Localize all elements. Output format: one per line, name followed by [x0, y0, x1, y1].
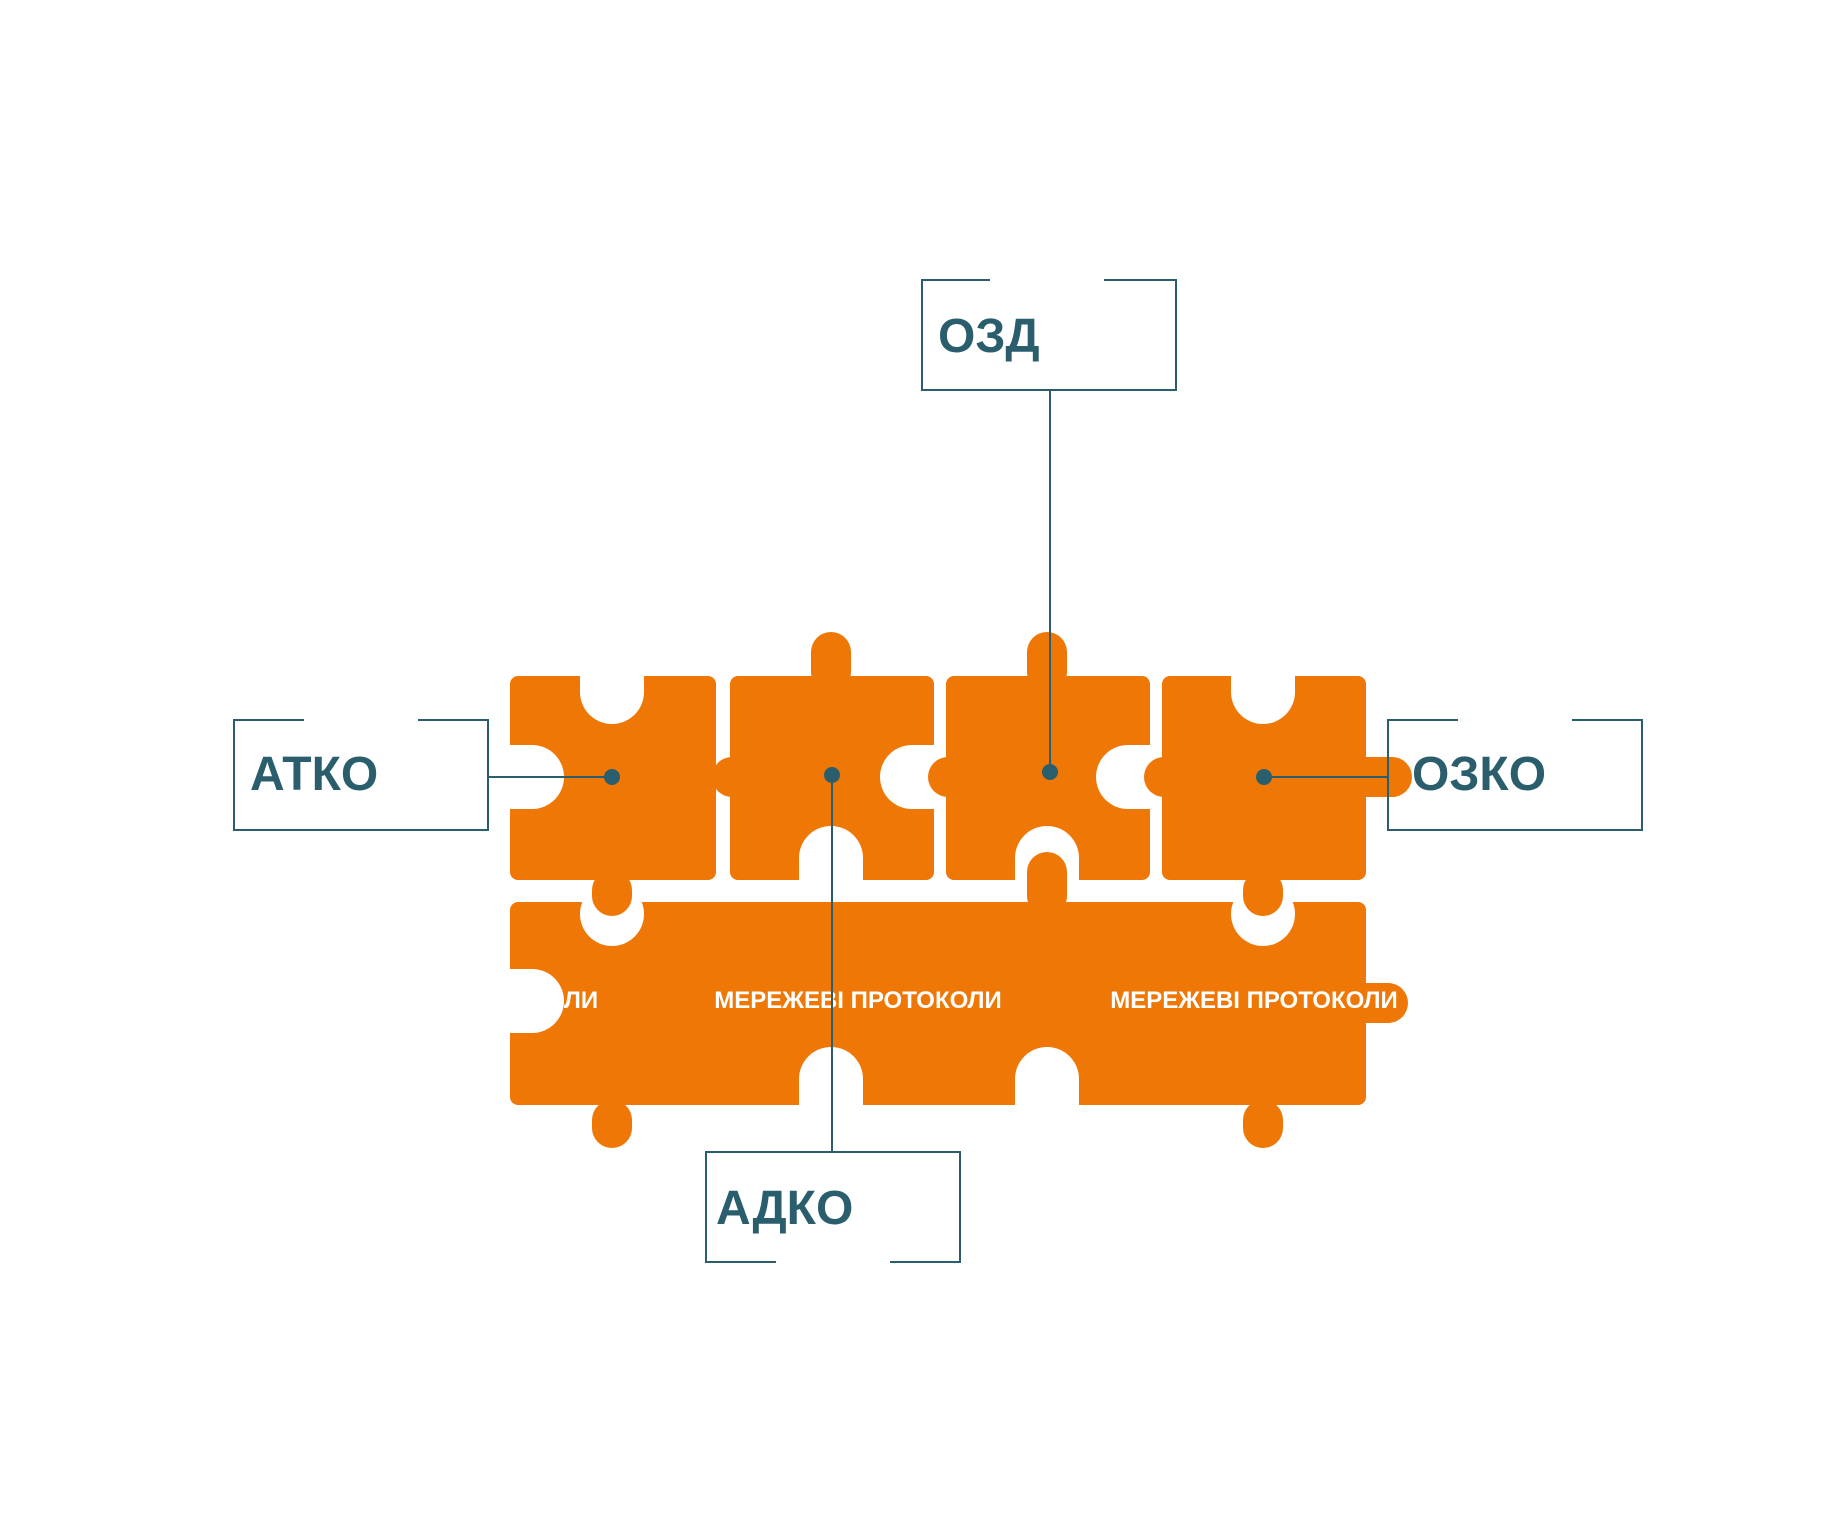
- piece-4-top-socket-gap: [1231, 668, 1295, 692]
- callout-left-frame: [233, 719, 489, 831]
- protocol-label-center: МЕРЕЖЕВІ ПРОТОКОЛИ: [714, 987, 1002, 1014]
- strip-bottom-socket-2-gap: [1015, 1079, 1079, 1109]
- piece-4-bottom-knob: [1243, 870, 1283, 916]
- callout-left-dot: [604, 769, 620, 785]
- strip-bottom-knob-left: [592, 1100, 632, 1148]
- strip-bottom-knob-right: [1243, 1100, 1283, 1148]
- callout-left: АТКО: [233, 719, 620, 831]
- callout-bottom-dot: [824, 767, 840, 783]
- protocol-strip: [500, 882, 1408, 1148]
- callout-right-dot: [1256, 769, 1272, 785]
- piece-1-top-socket-gap: [580, 668, 644, 692]
- protocol-strip-body: [510, 902, 1366, 1105]
- protocol-label-right: МЕРЕЖЕВІ ПРОТОКОЛИ: [1110, 987, 1398, 1014]
- piece-2-top-knob: [811, 632, 851, 692]
- strip-right-knob-neck: [1360, 983, 1390, 1023]
- puzzle-piece-1: [500, 660, 716, 916]
- piece-3-bottom-knob: [1027, 852, 1067, 916]
- piece-4-left-knob: [1144, 757, 1190, 797]
- callout-top: ОЗД: [921, 279, 1177, 780]
- callout-left-label: АТКО: [250, 748, 378, 801]
- strip-left-socket-gap: [500, 969, 532, 1033]
- callout-bottom: АДКО: [705, 767, 961, 1263]
- piece-3-left-knob: [928, 757, 974, 797]
- puzzle-piece-4: [1144, 660, 1412, 916]
- protocol-label-fragment: ОЛИ: [546, 987, 598, 1014]
- callout-right-label: ОЗКО: [1412, 748, 1546, 801]
- piece-3-top-knob: [1027, 632, 1067, 692]
- piece-1-bottom-knob: [592, 870, 632, 916]
- piece-2-left-knob: [712, 757, 758, 797]
- callout-bottom-label: АДКО: [716, 1182, 853, 1235]
- puzzle-piece-2: [712, 632, 944, 890]
- callout-top-dot: [1042, 764, 1058, 780]
- callout-top-label: ОЗД: [938, 310, 1040, 363]
- callout-right: ОЗКО: [1256, 719, 1643, 831]
- callout-right-frame: [1387, 719, 1643, 831]
